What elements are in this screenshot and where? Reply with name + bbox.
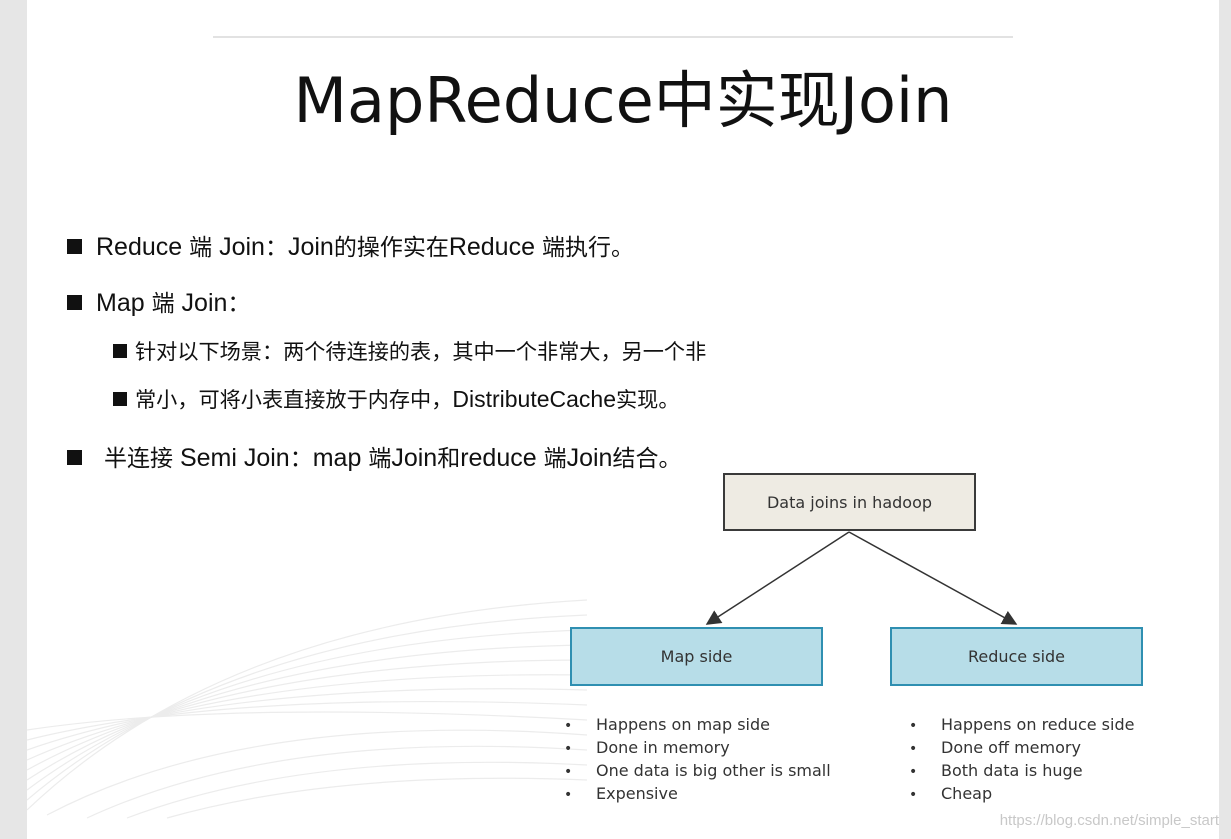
- map-side-properties: •Happens on map side •Done in memory •On…: [564, 713, 831, 805]
- join-types-diagram: Data joins in hadoop Map side Reduce sid…: [27, 0, 1219, 839]
- bullet-dot-icon: •: [909, 718, 918, 734]
- bullet-dot-icon: •: [564, 787, 573, 803]
- bullet-dot-icon: •: [564, 718, 573, 734]
- square-bullet-icon: [113, 344, 127, 358]
- diagram-arrows: [705, 531, 1018, 625]
- list-item: •Cheap: [909, 782, 1134, 805]
- square-bullet-icon: [67, 450, 82, 465]
- list-item: •Happens on reduce side: [909, 713, 1134, 736]
- sub-bullet-distributed-cache: 常小，可将小表直接放于内存中，DistributeCache实现。: [113, 383, 679, 414]
- node-map-side: Map side: [570, 627, 823, 686]
- list-item: •Done in memory: [564, 736, 831, 759]
- list-item: •Expensive: [564, 782, 831, 805]
- bullet-dot-icon: •: [909, 764, 918, 780]
- list-item: •Both data is huge: [909, 759, 1134, 782]
- watermark-url: https://blog.csdn.net/simple_start: [999, 812, 1219, 829]
- reduce-side-properties: •Happens on reduce side •Done off memory…: [909, 713, 1134, 805]
- top-divider: [213, 36, 1013, 38]
- square-bullet-icon: [113, 392, 127, 406]
- square-bullet-icon: [67, 239, 82, 254]
- root-node-data-joins: Data joins in hadoop: [723, 473, 976, 531]
- bullet-dot-icon: •: [909, 787, 918, 803]
- list-item: •Happens on map side: [564, 713, 831, 736]
- arrow-to-reduce-side: [848, 531, 1018, 625]
- bullet-dot-icon: •: [564, 741, 573, 757]
- slide: MapReduce中实现Join Reduce 端 Join：Join的操作实在…: [27, 0, 1219, 839]
- sub-bullet-scenario: 针对以下场景：两个待连接的表，其中一个非常大，另一个非: [113, 335, 706, 366]
- arrow-to-map-side: [705, 531, 850, 625]
- bullet-dot-icon: •: [564, 764, 573, 780]
- bullet-map-join: Map 端 Join：: [67, 284, 250, 318]
- decorative-wave-lines: [27, 599, 587, 819]
- slide-title: MapReduce中实现Join: [293, 64, 953, 137]
- bullet-reduce-join: Reduce 端 Join：Join的操作实在Reduce 端执行。: [67, 228, 634, 262]
- node-reduce-side: Reduce side: [890, 627, 1143, 686]
- bullet-semi-join: 半连接 Semi Join：map 端Join和reduce 端Join结合。: [67, 439, 681, 473]
- square-bullet-icon: [67, 295, 82, 310]
- list-item: •One data is big other is small: [564, 759, 831, 782]
- bullet-dot-icon: •: [909, 741, 918, 757]
- list-item: •Done off memory: [909, 736, 1134, 759]
